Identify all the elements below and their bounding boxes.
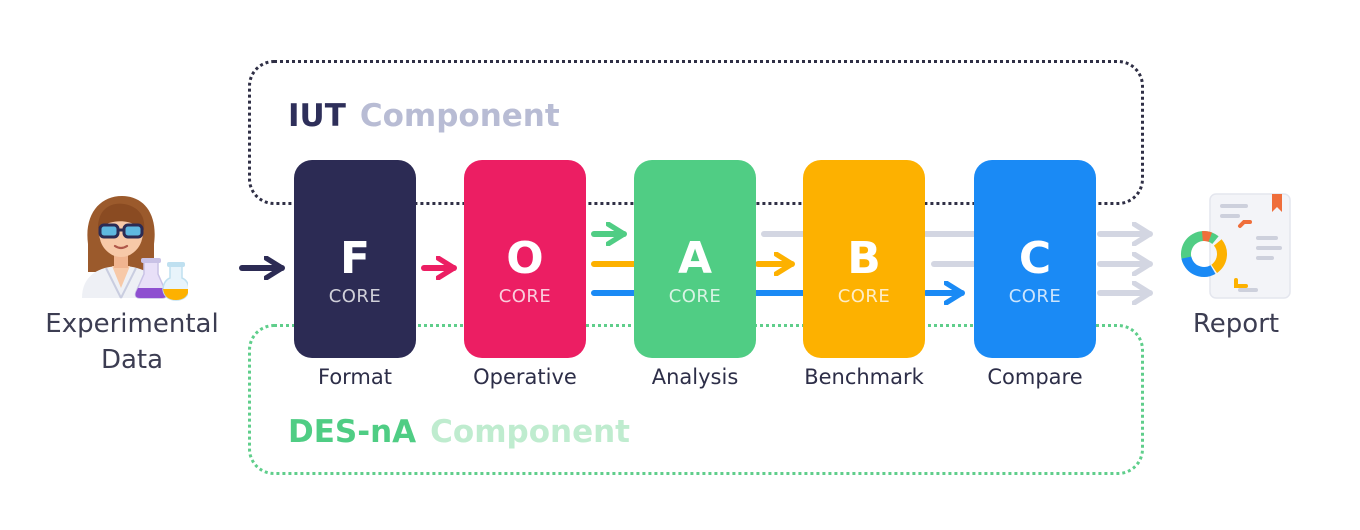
desna-label-lead: DES-nA <box>288 414 417 450</box>
core-name-operative: Operative <box>473 365 577 389</box>
core-name-format: Format <box>317 365 392 389</box>
core-sub: CORE <box>668 286 722 307</box>
iut-component-label: IUT Component <box>288 98 560 134</box>
core-sub: CORE <box>498 286 552 307</box>
core-sub: CORE <box>837 286 891 307</box>
core-sub: CORE <box>328 286 382 307</box>
core-name-analysis: Analysis <box>651 365 739 389</box>
core-letter: A <box>677 233 713 284</box>
core-letter: F <box>339 233 371 284</box>
core-analysis: A CORE <box>634 160 756 358</box>
core-benchmark: B CORE <box>803 160 925 358</box>
experimental-data-line2: Data <box>100 345 164 375</box>
core-format: F CORE <box>294 160 416 358</box>
desna-label-tail: Component <box>430 414 630 450</box>
iut-label-lead: IUT <box>288 98 346 134</box>
experimental-data-label: Experimental Data <box>32 306 232 378</box>
iut-label-tail: Component <box>359 98 560 134</box>
scientist-icon <box>82 196 188 301</box>
report-label: Report <box>1192 309 1280 339</box>
core-compare: C CORE <box>974 160 1096 358</box>
core-letter: C <box>1018 233 1052 284</box>
desna-component-label: DES-nA Component <box>288 414 630 450</box>
core-name-benchmark: Benchmark <box>804 365 924 389</box>
core-sub: CORE <box>1008 286 1062 307</box>
report-icon <box>1181 193 1291 299</box>
core-name-compare: Compare <box>987 365 1083 389</box>
core-letter: O <box>506 233 544 284</box>
experimental-data-line1: Experimental <box>45 309 219 339</box>
core-letter: B <box>847 233 881 284</box>
core-operative: O CORE <box>464 160 586 358</box>
